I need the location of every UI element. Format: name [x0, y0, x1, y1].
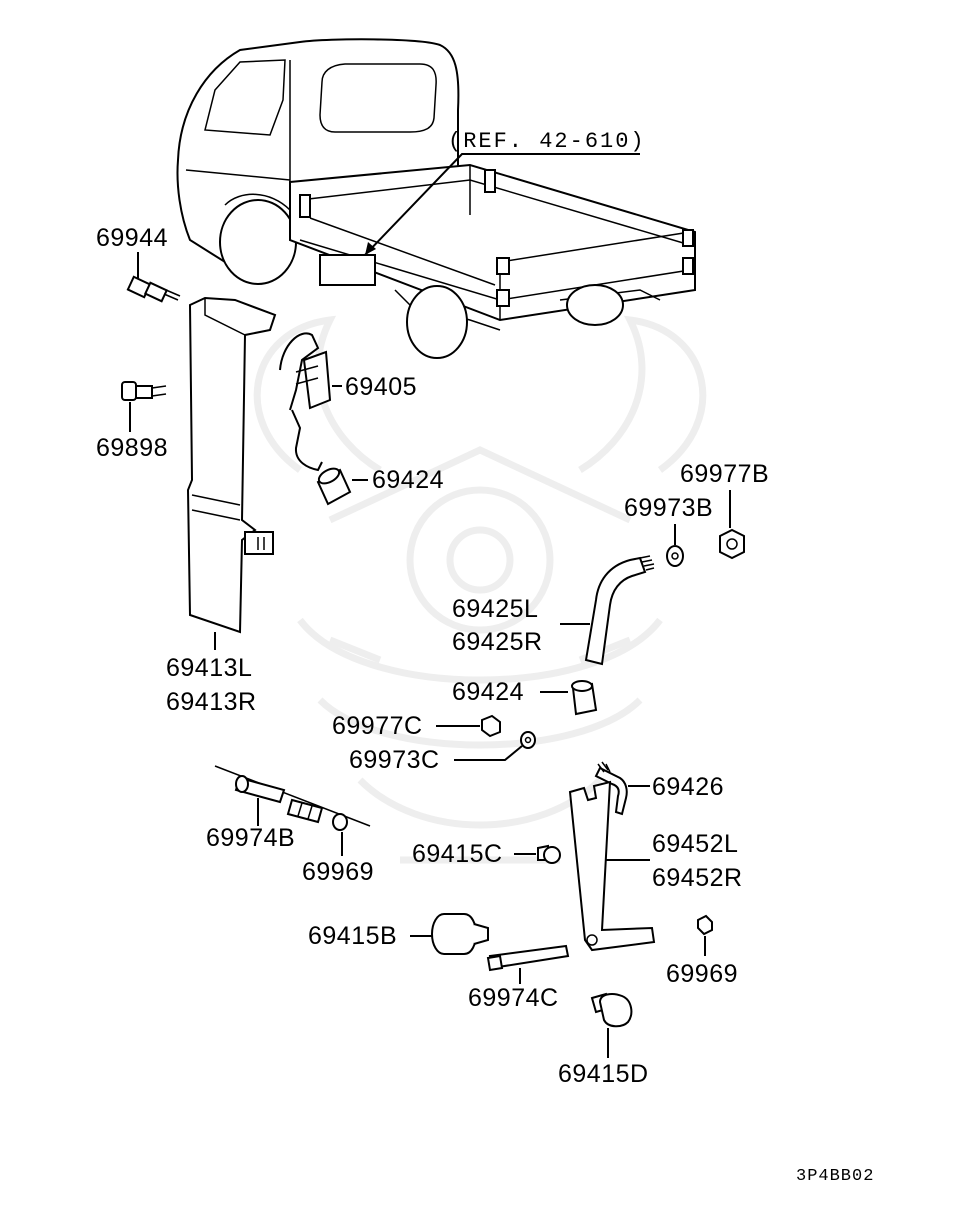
label-69898: 69898	[96, 434, 168, 462]
reference-callout: (REF. 42-610)	[364, 129, 646, 256]
label-69973C: 69973C	[349, 746, 440, 774]
part-69425: 69425L 69425R	[452, 555, 655, 666]
part-69452: 69452L 69452R	[568, 780, 743, 952]
part-69424-mid: 69424	[452, 678, 598, 716]
part-69424-top: 69424	[316, 466, 444, 506]
part-69974C: 69974C	[468, 944, 570, 1012]
diagram-code: 3P4BB02	[796, 1167, 874, 1186]
part-69898: 69898	[96, 381, 168, 462]
label-69977C: 69977C	[332, 712, 423, 740]
part-69415D: 69415D	[558, 992, 649, 1088]
part-69426: 69426	[594, 761, 724, 816]
label-69974B: 69974B	[206, 824, 295, 852]
label-69405: 69405	[345, 373, 417, 401]
label-69974C: 69974C	[468, 984, 559, 1012]
part-69969-left: 69969	[302, 832, 374, 886]
label-69415B: 69415B	[308, 922, 397, 950]
part-69973C: 69973C	[349, 731, 536, 774]
part-69977B: 69977B	[680, 460, 769, 560]
label-69426: 69426	[652, 773, 724, 801]
label-69415D: 69415D	[558, 1060, 649, 1088]
label-69424-top: 69424	[372, 466, 444, 494]
label-69973B: 69973B	[624, 494, 713, 522]
label-69977B: 69977B	[680, 460, 769, 488]
label-69452R: 69452R	[652, 864, 743, 892]
label-69413L: 69413L	[166, 654, 252, 682]
part-69415C: 69415C	[412, 840, 561, 868]
label-69969-left: 69969	[302, 858, 374, 886]
reference-note: (REF. 42-610)	[448, 129, 646, 154]
part-69405: 69405	[279, 332, 417, 472]
label-69424-mid: 69424	[452, 678, 524, 706]
label-69425L: 69425L	[452, 595, 538, 623]
label-69969-right: 69969	[666, 960, 738, 988]
truck-illustration	[176, 38, 696, 359]
label-69944: 69944	[96, 224, 168, 252]
label-69415C: 69415C	[412, 840, 503, 868]
part-69973B: 69973B	[624, 494, 713, 567]
part-69415B: 69415B	[308, 913, 489, 955]
part-69944: 69944	[96, 224, 181, 303]
part-69974B: 69974B	[206, 765, 371, 852]
part-69977C: 69977C	[332, 712, 501, 740]
part-69969-right: 69969	[666, 914, 738, 988]
label-69425R: 69425R	[452, 628, 543, 656]
label-69452L: 69452L	[652, 830, 738, 858]
part-69413: 69413L 69413R	[166, 296, 277, 716]
label-69413R: 69413R	[166, 688, 257, 716]
